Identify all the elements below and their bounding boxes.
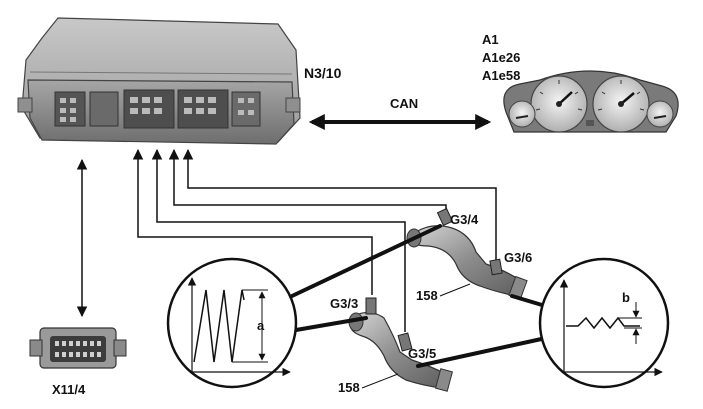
instrument-cluster [503,70,679,133]
pipe-leader-lines [361,283,471,389]
exhaust-pipe-lower [348,297,453,392]
signal-amplitude-b: b [622,290,630,305]
diagnostic-connector [29,327,127,369]
signal-scope-rear [538,257,670,389]
cluster-label-a1: A1 [482,32,499,47]
callout-lines [290,224,554,368]
engine-control-unit [17,17,301,145]
sensor-label-g3-6: G3/6 [504,250,532,265]
sensor-label-g3-4: G3/4 [450,212,479,227]
signal-amplitude-a: a [257,318,265,333]
sensor-label-g3-5: G3/5 [408,346,436,361]
pipe-label-upper: 158 [416,288,438,303]
cluster-label-a1e58: A1e58 [482,68,520,83]
diagnostic-connector-label: X11/4 [52,382,86,397]
signal-scope-front [166,257,298,389]
can-bus-label: CAN [390,96,418,111]
pipe-label-lower: 158 [338,380,360,395]
cluster-label-a1e26: A1e26 [482,50,520,65]
ecu-label: N3/10 [304,65,342,81]
ecu-connector-blocks [54,89,261,129]
sensor-label-g3-3: G3/3 [330,296,358,311]
